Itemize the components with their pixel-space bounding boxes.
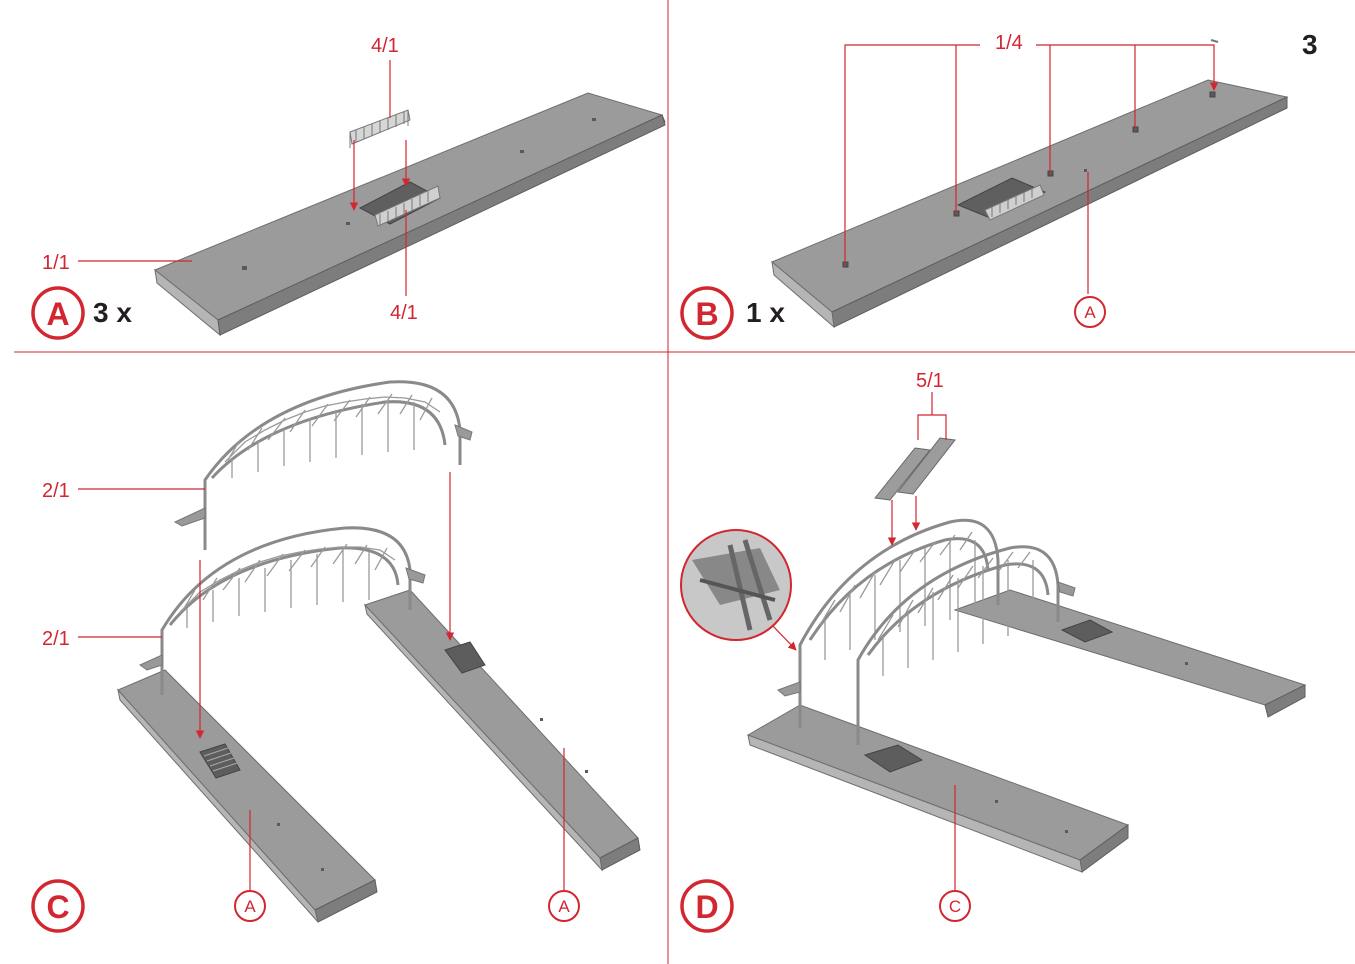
step-c-ref-right-letter: A [558,897,570,916]
step-a-part-top-label: 4/1 [371,35,399,57]
step-c-left-platform [118,670,377,922]
step-d-panel: 5/1 C D [681,370,1305,931]
step-c-panel: 2/1 2/1 A A C [33,382,640,931]
step-c-part-arch-1-label: 2/1 [42,480,70,502]
step-d-front-platform [748,705,1128,872]
step-a-panel: 4/1 4/1 1/1 A 3 x [33,35,665,338]
step-b-letter: B [695,296,718,332]
step-b-panel: 3 1/4 A B 1 x [682,29,1318,338]
step-d-detail-magnifier [681,530,791,640]
step-a-letter: A [46,296,69,332]
step-a-quantity: 3 x [93,297,132,328]
step-d-roof-panels [875,438,955,500]
step-c-part-arch-2-label: 2/1 [42,628,70,650]
step-a-railing-part [350,110,410,148]
step-d-letter: D [695,889,718,925]
step-a-platform-plate [155,93,665,335]
step-c-ref-left-letter: A [244,897,256,916]
step-d-part-roof-label: 5/1 [916,370,944,392]
step-b-quantity: 1 x [746,297,785,328]
step-a-part-plate-label: 1/1 [42,252,70,274]
step-c-upper-arch [175,382,472,550]
step-b-ref-letter: A [1084,303,1096,322]
step-d-ref-letter: C [949,897,961,916]
step-b-platform-plate [772,80,1287,327]
post-part-icon [1211,40,1218,42]
step-a-part-bottom-label: 4/1 [390,302,418,324]
step-b-part-posts-label: 1/4 [995,32,1023,54]
step-c-right-platform [365,590,640,870]
step-c-letter: C [46,889,69,925]
page-number: 3 [1302,29,1318,60]
